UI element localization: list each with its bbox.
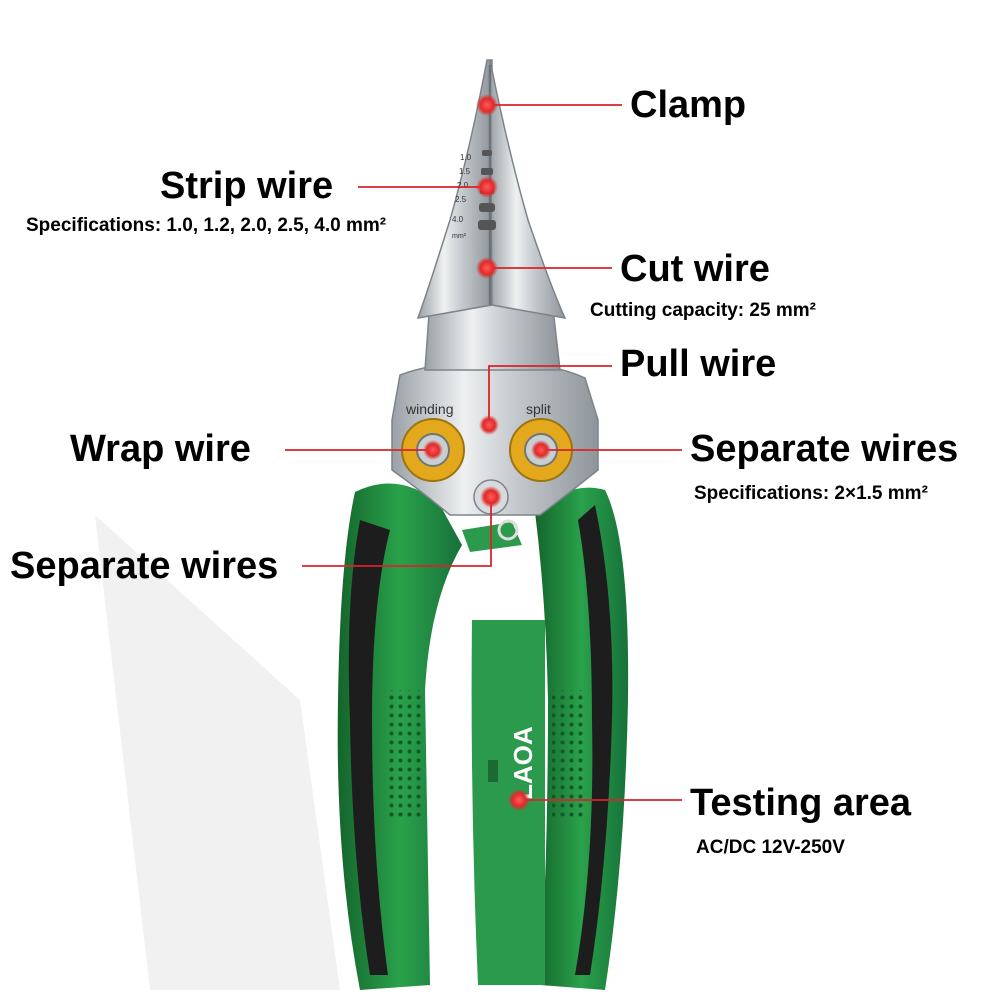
right-jaw [489,59,567,319]
separate-wires-left-leader-line [302,497,492,567]
strip-wire-title: Strip wire [160,165,334,207]
clamp-title: Clamp [630,84,747,126]
right-handle-grip [575,505,613,975]
strip-notch-2 [481,168,493,175]
cut-wire-spec: Cutting capacity: 25 mm² [590,300,816,321]
gauge-unit-label: mm² [452,233,467,240]
testing-area-title: Testing area [690,782,912,824]
brand-logo: LAOA [508,726,538,800]
strip-wire-spec: Specifications: 1.0, 1.2, 2.0, 2.5, 4.0 … [26,215,387,236]
cut-wire-marker [476,257,498,279]
testing-area-marker [508,789,530,811]
right-grip-dots [552,690,586,820]
left-handle-grip [348,520,390,975]
separate-wires-right-spec: Specifications: 2×1.5 mm² [694,483,928,504]
separate-wires-right-title: Separate wires [690,428,959,470]
wrap-wire-title: Wrap wire [70,428,251,470]
separate-wires-right-marker [531,440,551,460]
gauge-label-2: 1.5 [459,167,471,176]
strip-wire-marker [476,176,498,198]
strip-notch-1 [482,150,492,156]
pull-wire-leader-line [488,365,612,425]
left-grip-dots [388,690,422,820]
strip-notch-5 [478,220,496,230]
pull-wire-marker [479,415,499,435]
cut-wire-title: Cut wire [620,248,770,290]
testing-area-spec: AC/DC 12V-250V [696,837,845,858]
pull-wire-title: Pull wire [620,343,777,385]
shadow-shape [95,515,340,990]
lock-latch [462,522,522,552]
separate-wires-left-title: Separate wires [10,545,279,587]
gauge-label-4: 2.5 [455,195,467,204]
gauge-label-1: 1.0 [460,153,472,162]
winding-marking: winding [405,401,453,417]
gauge-label-5: 4.0 [452,215,464,224]
gauge-label-3: 2.0 [457,181,469,190]
left-jaw [416,59,493,319]
strip-notch-4 [479,203,495,212]
tester-window [488,760,498,782]
split-marking: split [526,401,551,417]
clamp-marker [476,94,498,116]
separate-wires-left-marker [480,486,502,508]
lock-ring [497,519,519,541]
wrap-wire-marker [423,440,443,460]
